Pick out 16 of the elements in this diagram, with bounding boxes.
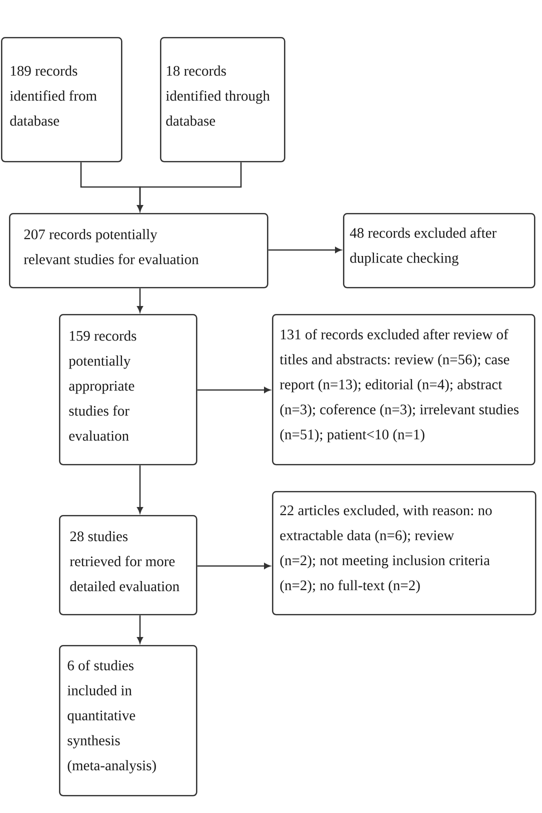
arrow (137, 288, 143, 312)
process-box: 18 records identified through database (160, 37, 286, 162)
process-box: 48 records excluded after duplicate checking (343, 213, 536, 288)
process-box: 22 articles excluded, with reason: no extractable data (n=6); review (n=2); not meeting inclusion criteria (n=2); no full-text (n=2) (272, 491, 536, 616)
process-box: 28 studies retrieved for more detailed evaluation (59, 515, 198, 616)
arrow (197, 387, 270, 393)
process-box: 159 records potentially appropriate studies for evaluation (59, 314, 198, 466)
arrow (137, 465, 143, 514)
arrow (197, 563, 270, 569)
arrow (268, 247, 342, 253)
process-box: 189 records identified from database (1, 37, 122, 162)
arrow (137, 615, 143, 644)
arrow (137, 162, 242, 212)
process-box: 207 records potentially relevant studies for evaluation (9, 213, 268, 288)
process-box: 6 of studies included in quantitative synthesis (meta-analysis) (59, 645, 198, 796)
process-box: 131 of records excluded after review of titles and abstracts: review (n=56); case report (n=13); editorial (n=4); abstract (n=3); coference (n=3); irrelevant studies (n=51); patient<10 (n=1) (272, 314, 536, 466)
